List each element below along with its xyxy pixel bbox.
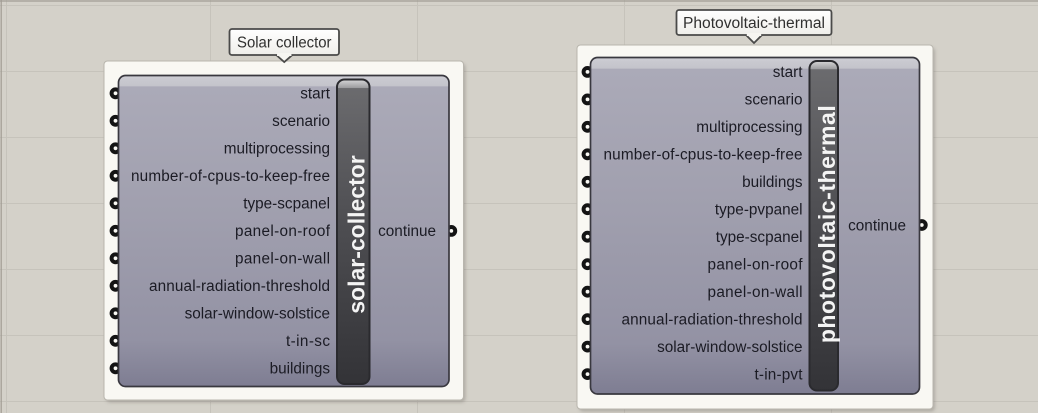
svg-text:number-of-cpus-to-keep-free: number-of-cpus-to-keep-free <box>131 168 330 185</box>
svg-text:panel-on-wall: panel-on-wall <box>708 284 803 301</box>
svg-text:panel-on-roof: panel-on-roof <box>708 257 804 274</box>
svg-text:multiprocessing: multiprocessing <box>224 141 330 158</box>
svg-text:annual-radiation-threshold: annual-radiation-threshold <box>149 278 330 295</box>
svg-text:Solar collector: Solar collector <box>237 34 332 51</box>
svg-text:solar-collector: solar-collector <box>344 155 370 314</box>
svg-text:scenario: scenario <box>745 92 803 109</box>
svg-text:continue: continue <box>848 217 906 234</box>
svg-text:solar-window-solstice: solar-window-solstice <box>185 306 330 323</box>
svg-text:photovoltaic-thermal: photovoltaic-thermal <box>814 105 840 343</box>
svg-text:type-scpanel: type-scpanel <box>716 229 803 246</box>
svg-text:multiprocessing: multiprocessing <box>696 119 802 136</box>
svg-text:panel-on-roof: panel-on-roof <box>235 223 331 240</box>
svg-text:scenario: scenario <box>272 113 330 130</box>
svg-text:start: start <box>773 64 803 81</box>
svg-text:start: start <box>300 86 330 103</box>
svg-text:t-in-sc: t-in-sc <box>286 333 330 350</box>
svg-text:solar-window-solstice: solar-window-solstice <box>657 339 802 356</box>
svg-text:continue: continue <box>378 223 436 240</box>
svg-text:type-pvpanel: type-pvpanel <box>715 202 803 219</box>
svg-text:t-in-pvt: t-in-pvt <box>755 366 804 383</box>
svg-text:Photovoltaic-thermal: Photovoltaic-thermal <box>683 15 825 32</box>
svg-text:number-of-cpus-to-keep-free: number-of-cpus-to-keep-free <box>604 147 803 164</box>
svg-text:buildings: buildings <box>742 174 803 191</box>
svg-text:annual-radiation-threshold: annual-radiation-threshold <box>622 311 803 328</box>
svg-text:type-scpanel: type-scpanel <box>243 196 330 213</box>
svg-text:buildings: buildings <box>270 361 331 378</box>
svg-text:panel-on-wall: panel-on-wall <box>235 251 330 268</box>
